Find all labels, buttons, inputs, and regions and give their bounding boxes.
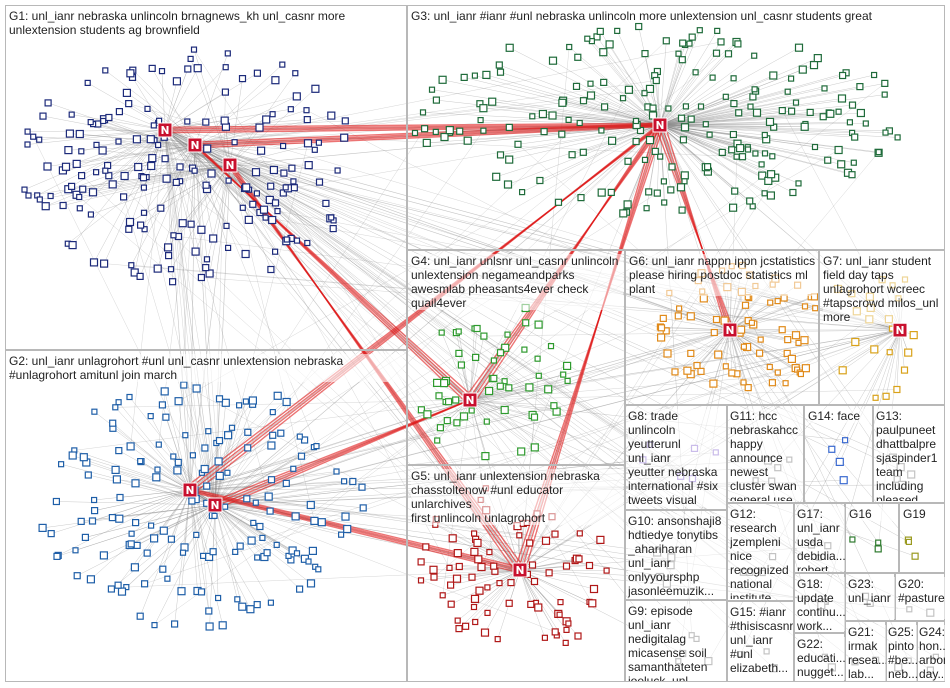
group-panel-g12: G12: research jzempleni nice recognized … [727,503,794,601]
group-label-g13: G13: paulpuneet dhattbalpre sjaspinder1 … [876,409,944,501]
group-label-g21: G21: irmak resea... lab... [848,625,886,681]
group-label-g20: G20: #pasture [898,577,945,619]
group-panel-g9: G9: episode unl_ianr nedigitalag micasen… [625,600,727,682]
group-label-g8: G8: trade unlincoln yeutterunl unl_ianr … [628,409,726,507]
group-panel-g24: G24: hon... arbor day... [917,621,945,682]
group-panel-g19: G19 [899,503,945,573]
group-label-g24: G24: hon... arbor day... [919,625,945,681]
group-panel-g14: G14: face [804,405,873,503]
group-panel-g4: G4: unl_ianr unlsnr unl_casnr unlincoln … [407,250,625,465]
group-panel-g3: G3: unl_ianr #ianr #unl nebraska unlinco… [407,5,945,250]
group-panel-g5: G5: unl_ianr unlextension nebraska chass… [407,465,625,682]
group-label-g19: G19 [903,507,943,521]
group-panel-g23: G23: unl_ianr [845,573,895,621]
group-label-g16: G16 [849,507,897,521]
group-panel-g1: G1: unl_ianr nebraska unlincoln brnagnew… [5,5,407,350]
group-label-g4: G4: unl_ianr unlsnr unl_casnr unlincoln … [411,254,623,310]
group-label-g17: G17: unl_ianr usda debidia... robert_... [797,507,845,571]
group-label-g1: G1: unl_ianr nebraska unlincoln brnagnew… [9,9,403,37]
group-panel-g18: G18: update continu... work... [794,573,845,633]
group-panel-g2: G2: unl_ianr unlagrohort #unl unl_casnr … [5,350,407,682]
group-label-g3: G3: unl_ianr #ianr #unl nebraska unlinco… [411,9,941,23]
group-label-g11: G11: hcc nebraskahcc happy announce newe… [730,409,803,501]
group-panel-g22: G22: educati... nugget... [794,633,845,682]
group-label-g15: G15: #ianr #thisiscasnr unl_ianr #unl el… [730,605,793,681]
group-panel-g8: G8: trade unlincoln yeutterunl unl_ianr … [625,405,727,510]
group-panel-g16: G16 [845,503,899,573]
group-label-g7: G7: unl_ianr student field day taps unla… [823,254,943,324]
group-label-g23: G23: unl_ianr [848,577,895,619]
group-label-g6: G6: unl_ianr nappn ippn jcstatistics ple… [629,254,817,296]
group-label-g10: G10: ansonshaji8 hdtiedye tonytibs _ahar… [628,514,726,598]
group-panel-g25: G25: pinto #be... neb... [886,621,917,682]
group-label-g14: G14: face [808,409,872,423]
group-panel-g13: G13: paulpuneet dhattbalpre sjaspinder1 … [873,405,945,503]
group-panel-g17: G17: unl_ianr usda debidia... robert_... [794,503,845,573]
group-label-g18: G18: update continu... work... [797,577,845,631]
group-label-g9: G9: episode unl_ianr nedigitalag micasen… [628,604,726,681]
group-panel-g21: G21: irmak resea... lab... [845,621,886,682]
group-panel-g11: G11: hcc nebraskahcc happy announce newe… [727,405,804,503]
group-panel-g15: G15: #ianr #thisiscasnr unl_ianr #unl el… [727,601,794,682]
group-panel-g7: G7: unl_ianr student field day taps unla… [819,250,945,405]
group-panel-g20: G20: #pasture [895,573,945,621]
group-label-g25: G25: pinto #be... neb... [888,625,917,681]
group-label-g12: G12: research jzempleni nice recognized … [730,507,793,599]
group-panel-g10: G10: ansonshaji8 hdtiedye tonytibs _ahar… [625,510,727,600]
group-label-g5: G5: unl_ianr unlextension nebraska chass… [411,469,623,525]
group-label-g22: G22: educati... nugget... [797,637,845,680]
group-label-g2: G2: unl_ianr unlagrohort #unl unl_casnr … [9,354,403,382]
group-panel-g6: G6: unl_ianr nappn ippn jcstatistics ple… [625,250,819,405]
